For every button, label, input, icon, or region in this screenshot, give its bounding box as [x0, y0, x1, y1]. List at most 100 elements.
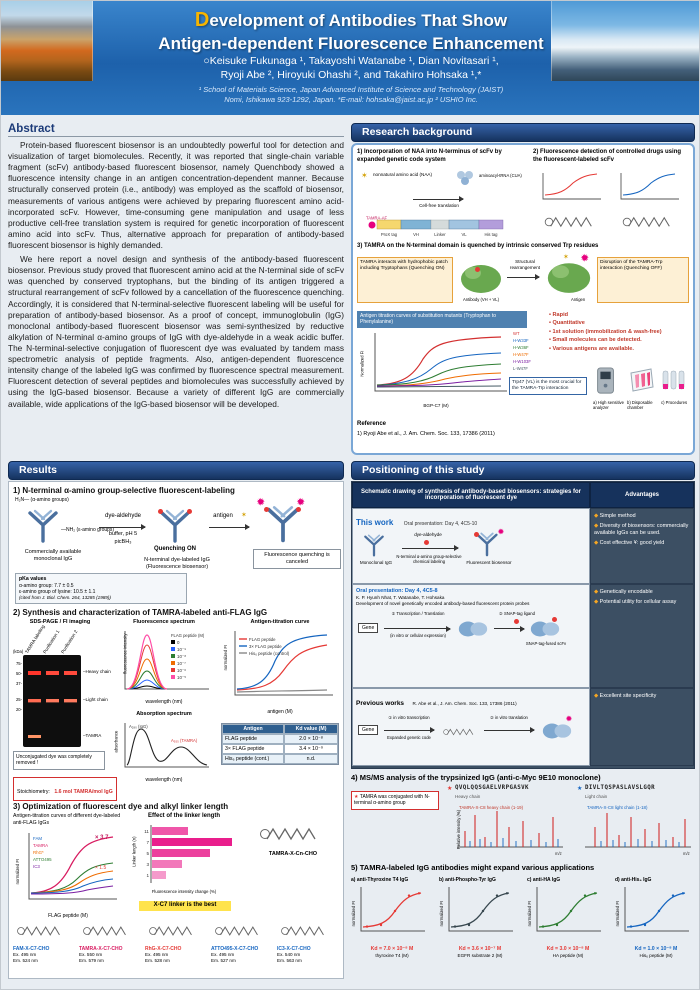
kd-table-header-kd: Kd value (M) [284, 724, 338, 734]
stoichiometry-note: Stoichiometry: 1.6 mol TAMRA/mol IgG [13, 777, 117, 801]
monoclonal-igg-label: Monoclonal IgG [359, 560, 393, 565]
quench-canceled-note: Fluorescence quenching is canceled [253, 549, 341, 569]
row3-step2-label: ② in vitro translation [490, 715, 528, 720]
dye-titration-xlabel: FLAG peptide (M) [48, 913, 88, 919]
app-chart-ha: c) anti-HA IgG normalized FI Kd = 3.0 × … [527, 877, 609, 958]
dye-legend-4: IC3 [33, 864, 40, 869]
title-line2: Antigen-dependent Fluorescence Enhanceme… [158, 34, 544, 53]
adv-diversity: Diversity of biosensors: commercially av… [594, 523, 690, 537]
expanded-code-note: Expanded genetic code [387, 735, 431, 740]
dye-dot-icon [474, 532, 479, 537]
advantage-bullets: Rapid Quantitative 1st solution (immobil… [549, 311, 689, 353]
bullet-various-antigens: Various antigens are available. [549, 345, 689, 353]
tamra-name: TAMRA-X-C7-CHO [79, 946, 123, 952]
app3-plot [536, 887, 601, 932]
authors: ○Keisuke Fukunaga ¹, Takayoshi Watanabe … [1, 54, 699, 82]
buffer-label: buffer, pH 5 [108, 531, 138, 537]
vl-label: VL [461, 232, 467, 237]
results-panel: 1) N-terminal α-amino group-selective fl… [8, 481, 344, 979]
rhg-ex: Ex. 495 nm [145, 952, 169, 958]
rearrangement-label: Structural rearrangement [509, 259, 541, 270]
affiliation-line2: Nomi, Ishikawa 923-1292, Japan. *E-mail:… [224, 95, 478, 105]
dye-structure-tamra: TAMRA-X-C7-CHO Ex. 550 nm Em. 579 nm [79, 921, 143, 964]
trna-icon [457, 171, 473, 185]
bullet-rapid: Rapid [549, 311, 689, 319]
abstract-paragraph-2: We here report a novel design and synthe… [8, 254, 344, 409]
biosensor-label: Fluorescent biosensor [466, 560, 512, 565]
app-chart-thyroxine: a) anti-Thyroxine T4 IgG normalized FI K… [351, 877, 433, 958]
gel-kda-label: (kDa) [13, 649, 24, 654]
dye-aldehyde-label: dye-aldehyde [414, 532, 442, 537]
fam-em: Em. 524 nm [13, 957, 38, 963]
dye-dot-icon [552, 617, 557, 623]
app3-label: c) anti-HA IgG [527, 876, 561, 883]
eps-amino-label: —NH₂ (ε-amino groups) [61, 527, 115, 533]
results-3-heading: 3) Optimization of fluorescent dye and a… [13, 802, 229, 811]
row3-arrow1 [384, 727, 435, 734]
tamra-em: Em. 579 nm [79, 957, 104, 963]
antibody-surface-label: Antibody (VH + VL) [463, 297, 499, 302]
rearrangement-arrow [507, 274, 540, 281]
antigen-star-icon [563, 253, 569, 261]
titration-curve-chart: FLAG peptide 3× FLAG peptide His₆ peptid… [234, 631, 333, 696]
positioning-header-left: Schematic drawing of synthesis of antibo… [352, 482, 590, 508]
title-line1: evelopment of Antibodies That Show [209, 11, 508, 30]
gene-box: Gene [358, 623, 379, 634]
kd-row2-antigen: 3× FLAG peptide [222, 744, 284, 754]
pka-note: pKa values α-amino group: 7.7 ± 0.5 ε-am… [15, 573, 187, 604]
row2-authors: K. P. Hyunh Nhat, T. Watanabe, T. Hohsak… [356, 594, 445, 600]
gel-note: Unconjugated dye was completely removed … [13, 751, 105, 770]
app4-label: d) anti-His₆ IgG [615, 876, 652, 883]
figure-c-caption: c) Procedures [661, 400, 688, 405]
abstract-section: Abstract Protein-based fluorescent biose… [8, 123, 344, 457]
kd-table: Antigen Kd value (M) FLAG peptide 2.0 × … [221, 723, 339, 765]
row2-arrow2 [494, 625, 525, 632]
alpha-amino-label: H₂N— (α-amino groups) [15, 497, 69, 503]
naa-label: nonnatural amino acid (NAA) [373, 172, 432, 177]
row2-title: Development of novel genetically encoded… [356, 600, 530, 606]
dye-legend-1: TAMRA [33, 843, 48, 848]
figure-chamber: b) Disposable chamber [627, 367, 659, 411]
app-chart-phospho-tyr: b) anti-Phospho-Tyr IgG normalized FI Kd… [439, 877, 521, 958]
stoichiometry-label: Stoichiometry: [17, 789, 50, 795]
characterization-figure: SDS-PAGE / FI imaging TAMRA labeling Pur… [13, 619, 339, 801]
fold-annotation-15: × 1.5 [95, 865, 106, 871]
app1-plot [360, 887, 425, 932]
mutant-titration-chart [374, 333, 507, 392]
bullet-1st-solution: 1st solution (immobilization & wash-free… [549, 328, 689, 336]
prox-tag-label: ProX tag [381, 232, 398, 237]
rhg-name: RhG-X-C7-CHO [145, 946, 182, 952]
atto495-em: Em. 527 nm [211, 957, 236, 963]
app2-label: b) anti-Phospho-Tyr IgG [439, 876, 496, 883]
cellfree-arrow [413, 196, 464, 203]
positioning-section-bar: Positioning of this study [351, 461, 695, 480]
fam-structure-drawing [13, 921, 69, 941]
naa-star-icon [361, 171, 368, 180]
absorption-spectrum-chart: A₂₈₀ (IgG) A₅₅₅ (TAMRA) [124, 723, 209, 768]
mutant-legend-5: L-W47F [513, 366, 528, 371]
title-initial: D [194, 9, 210, 31]
adv-site-specificity: Excellent site specificity [594, 693, 690, 700]
scfv-product-icon [540, 721, 574, 741]
product-caption: N-terminal dye-labeled IgG (Fluorescence… [144, 557, 210, 570]
linker-tick-3: 3 [146, 862, 149, 867]
titration-xlabel: antigen (M) [267, 709, 293, 715]
app-chart-his6: d) anti-His₆ IgG normalized FI Kd = 1.0 … [615, 877, 697, 958]
optimization-figure: Antigen-titration curves of different dy… [13, 813, 339, 977]
tamra-band-label: –TAMRA [83, 733, 102, 738]
positioning-row2-scheme: Oral presentation: Day 4, 4C5-8 K. P. Hy… [352, 584, 590, 688]
figure-procedures: c) Procedures [661, 367, 691, 405]
mountain-photo [551, 1, 699, 81]
atto495-ex: Ex. 495 nm [211, 952, 235, 958]
tamra-star-icon [447, 785, 452, 792]
procedures-icon [662, 370, 685, 390]
titr-legend-2: 3× FLAG peptide [249, 644, 282, 649]
figure-analyzer: a) High sensitive analyzer [593, 367, 625, 411]
applications-section: 5) TAMRA-labeled IgG antibodies might ex… [351, 863, 695, 987]
app4-xlabel: His₆ peptide (M) [639, 952, 673, 958]
gel-title: SDS-PAGE / FI imaging [29, 619, 91, 625]
heavy-chain-label: Heavy chain [455, 793, 481, 799]
affiliation-line1: ¹ School of Materials Science, Japan Adv… [198, 85, 504, 94]
ic3-em: Em. 563 nm [277, 957, 302, 963]
adv-cellular-assay: Potential utility for cellular assay [594, 599, 690, 606]
